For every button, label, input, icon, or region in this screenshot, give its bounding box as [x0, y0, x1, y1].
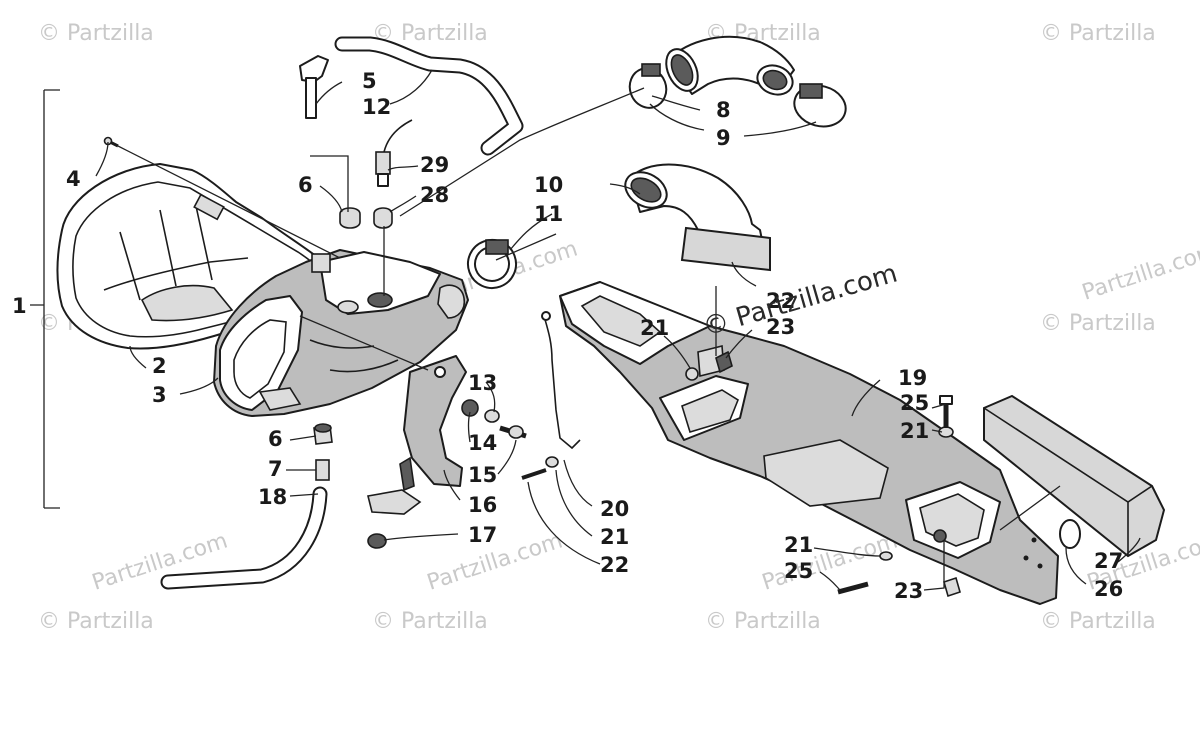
watermark: © Partzilla	[38, 21, 154, 46]
part-8-9-elbow-clamps	[628, 35, 847, 128]
callout-label: 14	[468, 431, 497, 455]
part-5-12-vent-hose	[299, 36, 524, 156]
callout-labels: 1 2 3 4 5 6 6 7 8 9 10 11 12 13 14 15 16…	[12, 69, 1123, 603]
part-28-29-sensor	[339, 119, 413, 229]
part-17-grommet	[367, 489, 422, 549]
callout-label: 26	[1094, 577, 1123, 601]
callout-label: 25	[784, 559, 813, 583]
callout-label: 7	[268, 457, 283, 481]
part-16-bracket	[399, 355, 467, 492]
part-26-plug	[1059, 519, 1081, 549]
callout-label: 21	[900, 419, 929, 443]
watermark: © Partzilla	[1040, 21, 1156, 46]
callout-label: 19	[898, 366, 927, 390]
watermark-center: © Partzilla.com	[700, 259, 901, 343]
callout-label: 21	[784, 533, 813, 557]
part-3-air-box	[213, 249, 469, 417]
callout-label: 28	[420, 183, 449, 207]
watermark: © Partzilla	[372, 609, 488, 634]
watermark: © Partzilla	[1040, 609, 1156, 634]
callout-label: 13	[468, 371, 497, 395]
part-4-screw	[103, 136, 119, 148]
callout-label: 22	[600, 553, 629, 577]
callout-label: 23	[894, 579, 923, 603]
callout-label: 21	[600, 525, 629, 549]
callout-label: 21	[640, 316, 669, 340]
callout-label: 10	[534, 173, 563, 197]
callout-label: 5	[362, 69, 377, 93]
callout-label: 23	[766, 315, 795, 339]
callout-label: 29	[420, 153, 449, 177]
callout-label: 4	[66, 167, 81, 191]
watermark-domain: Partzilla.com	[1079, 238, 1200, 305]
callout-label: 27	[1094, 549, 1123, 573]
callout-label: 8	[716, 98, 731, 122]
callout-label: 1	[12, 294, 27, 318]
callout-label: 12	[362, 95, 391, 119]
callout-label: 25	[900, 391, 929, 415]
callout-label: 17	[468, 523, 497, 547]
callout-label: 15	[468, 463, 497, 487]
part-20-rod	[521, 311, 581, 480]
watermark: © Partzilla	[1040, 311, 1156, 336]
callout-label: 3	[152, 383, 167, 407]
callout-label: 20	[600, 497, 629, 521]
callout-label: 2	[152, 354, 167, 378]
part-13-14-15-hardware	[461, 399, 527, 439]
watermark-domain: Partzilla.com	[759, 528, 901, 595]
callout-label: 6	[268, 427, 283, 451]
callout-label: 16	[468, 493, 497, 517]
callout-label: 6	[298, 173, 313, 197]
callout-label: 11	[534, 202, 563, 226]
part-6-7-18-drain	[160, 423, 333, 590]
part-19-intake-duct	[559, 281, 1059, 605]
callout-label: 22	[766, 289, 795, 313]
watermark: © Partzilla	[38, 609, 154, 634]
callout-label: 9	[716, 126, 731, 150]
callout-label: 18	[258, 485, 287, 509]
leader-lines	[30, 69, 1141, 591]
part-10-11-duct-clamp	[467, 163, 771, 289]
watermark: © Partzilla	[705, 609, 821, 634]
part-27-filter-foam	[983, 394, 1166, 558]
